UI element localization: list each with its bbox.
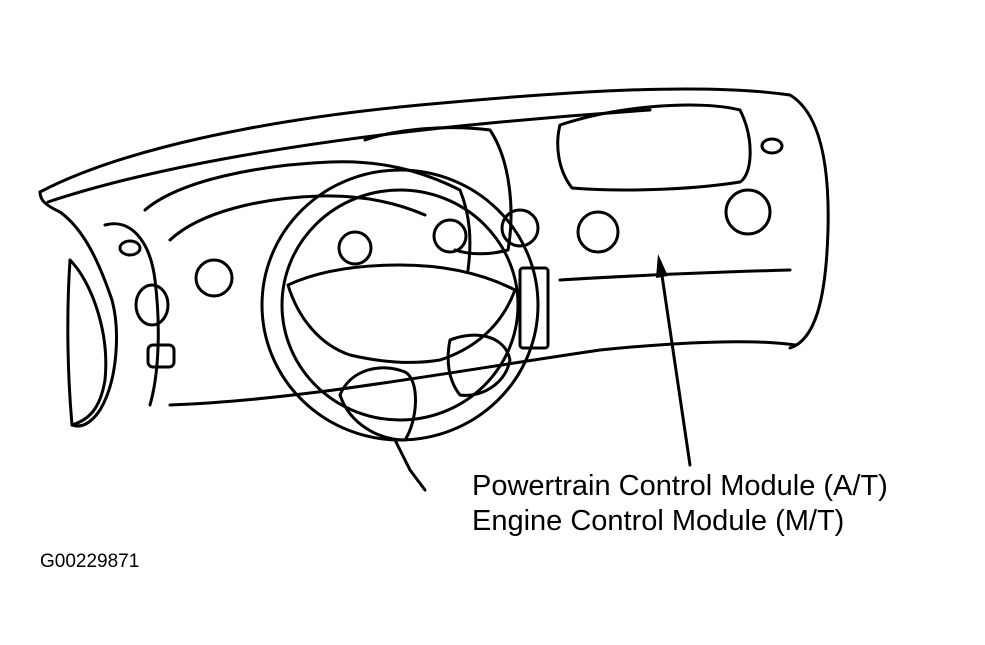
cluster-gauge-left [194, 258, 234, 298]
steering-wheel-rim [260, 168, 540, 442]
left-door-panel [66, 258, 108, 427]
leader-arrowhead [656, 254, 668, 278]
passenger-upper-opening [556, 103, 752, 192]
cluster-gauge-right [432, 218, 468, 254]
left-air-vent [134, 283, 170, 327]
cluster-hood [143, 160, 472, 272]
center-stack [363, 126, 513, 256]
cluster-gauge-center [337, 230, 373, 266]
cluster-hood-inner [168, 194, 427, 242]
left-vent-frame [103, 222, 160, 407]
steering-wheel-rim-inner [280, 188, 520, 422]
dash-lower-line [168, 340, 797, 407]
steering-hub [286, 263, 517, 364]
steering-column [393, 438, 427, 492]
dash-left-end [38, 190, 118, 428]
passenger-vent-right [724, 188, 772, 236]
passenger-small-oval [760, 137, 784, 155]
left-switch [146, 343, 176, 369]
left-small-oval [118, 239, 142, 257]
dash-mid-line [558, 268, 792, 282]
callout-label-pcm: Powertrain Control Module (A/T) [472, 470, 888, 502]
steering-lower-opening-right [446, 333, 512, 397]
dash-top-outline [38, 87, 830, 350]
leader-line [658, 260, 692, 467]
passenger-vent-left [576, 210, 620, 254]
center-vent-left [500, 208, 540, 248]
figure-id: G00229871 [40, 551, 140, 572]
callout-label-ecm: Engine Control Module (M/T) [472, 505, 845, 537]
steering-lower-opening-left [338, 366, 417, 442]
